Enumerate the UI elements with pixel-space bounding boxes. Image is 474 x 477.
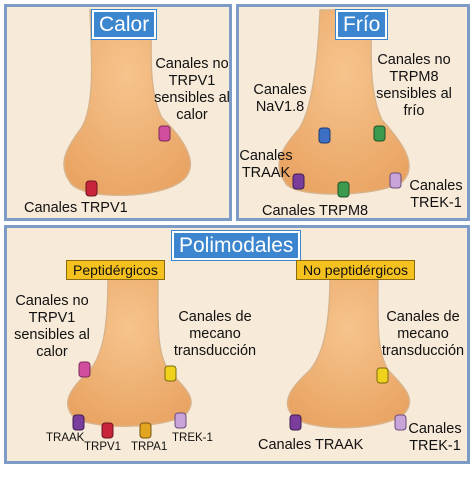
channel-traak-frio <box>292 173 305 190</box>
channel-trpv1 <box>85 180 98 197</box>
title-calor: Calor <box>92 10 157 39</box>
channel-mecano-pep <box>164 365 177 382</box>
neuron-terminal-calor <box>63 9 192 196</box>
label-canales-trpm8: Canales TRPM8 <box>262 203 369 219</box>
title-polimodales: Polimodales <box>172 231 301 260</box>
label-mecano-pep: Canales de mecano transducción <box>173 309 257 359</box>
subtitle-peptidergicos: Peptidérgicos <box>66 260 165 280</box>
channel-trek-nopep <box>394 414 407 431</box>
channel-no-trpm8 <box>373 125 386 142</box>
label-canales-trek-frio: Canales TREK-1 <box>409 178 463 211</box>
title-frio: Frío <box>336 10 388 39</box>
label-traak-pep: TRAAK <box>46 432 85 444</box>
channel-trpm8 <box>337 181 350 198</box>
channel-no-trpv1-calor <box>158 125 171 142</box>
channel-trek-frio <box>389 172 402 189</box>
channel-no-trpv1-pep <box>78 361 91 378</box>
label-mecano-nopep: Canales de mecano transducción <box>381 309 465 359</box>
label-trek-pep: TREK-1 <box>172 432 213 444</box>
label-canales-no-trpm8: Canales no TRPM8 sensibles al frío <box>376 52 452 119</box>
label-canales-traak-frio: Canales TRAAK <box>239 148 293 181</box>
channel-trpa1-pep <box>139 422 152 439</box>
neuron-terminal-no-peptidergicos <box>286 274 411 429</box>
label-canales-trpv1: Canales TRPV1 <box>24 200 128 216</box>
label-canales-trek-nopep: Canales TREK-1 <box>408 421 462 454</box>
neuron-terminal-peptidergicos <box>66 274 192 427</box>
subtitle-no-peptidergicos: No peptidérgicos <box>296 260 416 280</box>
channel-trpv1-pep <box>101 422 114 439</box>
label-canales-no-trpv1-pep: Canales no TRPV1 sensibles al calor <box>14 293 90 360</box>
label-canales-nav18: Canales NaV1.8 <box>253 82 307 115</box>
label-canales-traak-nopep: Canales TRAAK <box>258 437 364 453</box>
channel-mecano-nopep <box>376 367 389 384</box>
channel-nav18 <box>318 127 331 144</box>
channel-traak-nopep <box>289 414 302 431</box>
label-trpa1-pep: TRPA1 <box>131 441 168 453</box>
label-canales-no-trpv1-calor: Canales no TRPV1 sensibles al calor <box>154 56 230 123</box>
channel-traak-pep <box>72 414 85 431</box>
channel-trek-pep <box>174 412 187 429</box>
label-trpv1-pep: TRPV1 <box>84 441 122 453</box>
